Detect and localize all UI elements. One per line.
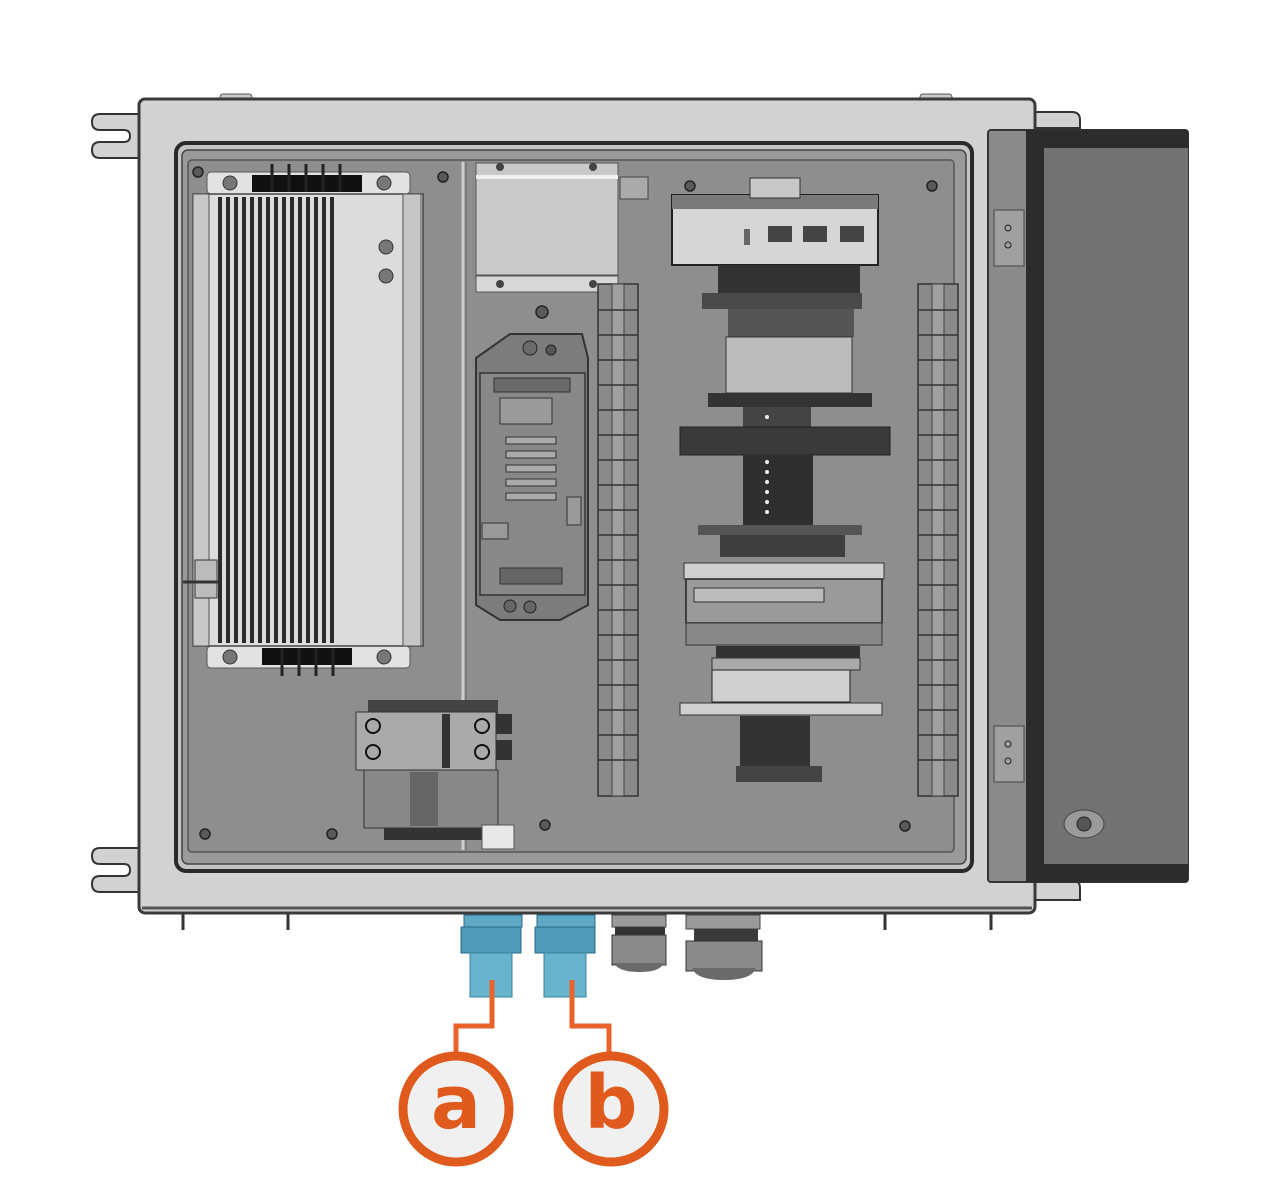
callout-circle-b bbox=[553, 1051, 669, 1167]
callout-label-b: b bbox=[584, 1060, 638, 1146]
terminal-block-stack bbox=[671, 177, 891, 782]
callout-circle-a bbox=[398, 1051, 514, 1167]
cable-gland-4 bbox=[685, 914, 763, 980]
enclosure-door bbox=[987, 129, 1189, 883]
cable-gland-2 bbox=[534, 914, 596, 998]
callout-leader-a bbox=[453, 980, 495, 1052]
mounting-tab-top-left bbox=[90, 113, 141, 159]
junction-box bbox=[475, 162, 649, 293]
mounting-tab-bottom-left bbox=[90, 847, 141, 893]
circuit-breakers bbox=[355, 700, 515, 850]
power-supply-heatsink bbox=[183, 164, 424, 676]
cable-gland-1 bbox=[460, 914, 523, 998]
din-rail-left bbox=[597, 283, 639, 797]
callout-label-a: a bbox=[431, 1060, 481, 1146]
din-rail-right bbox=[917, 283, 959, 797]
mounting-tab-top-right bbox=[1029, 111, 1081, 129]
callout-leader-b bbox=[569, 980, 612, 1052]
controller-module bbox=[475, 333, 589, 621]
cable-gland-3 bbox=[611, 914, 667, 972]
backplate-screws bbox=[192, 166, 938, 840]
